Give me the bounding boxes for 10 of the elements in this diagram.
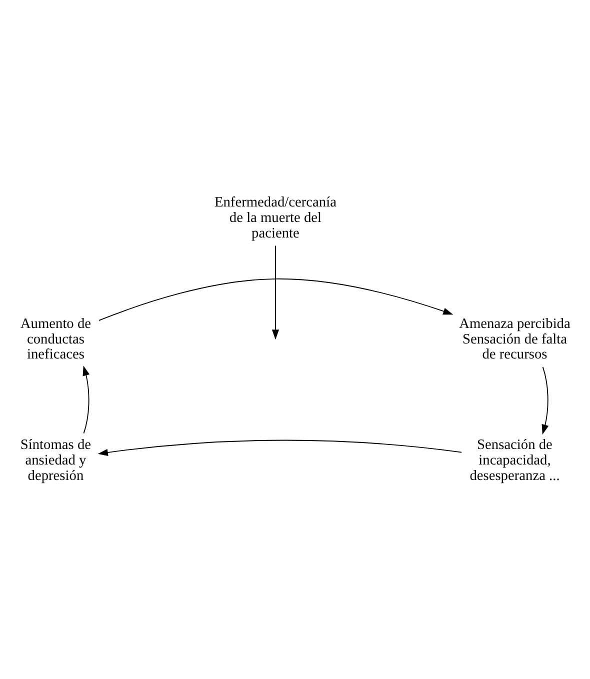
node-text: Amenaza percibida Sensación de falta de recursos bbox=[459, 316, 570, 363]
arrow bbox=[82, 366, 90, 434]
node-text: Síntomas de ansiedad y depresión bbox=[20, 437, 92, 484]
arrow bbox=[542, 366, 549, 435]
arrow bbox=[98, 278, 454, 321]
node-text: Aumento de conductas ineficaces bbox=[20, 316, 92, 363]
node-text: Enfermedad/cercanía de la muerte del paciente bbox=[214, 194, 336, 242]
node-text: Sensación de incapacidad, desesperanza ... bbox=[470, 437, 560, 484]
arrow bbox=[98, 440, 462, 456]
arrow bbox=[272, 245, 280, 340]
